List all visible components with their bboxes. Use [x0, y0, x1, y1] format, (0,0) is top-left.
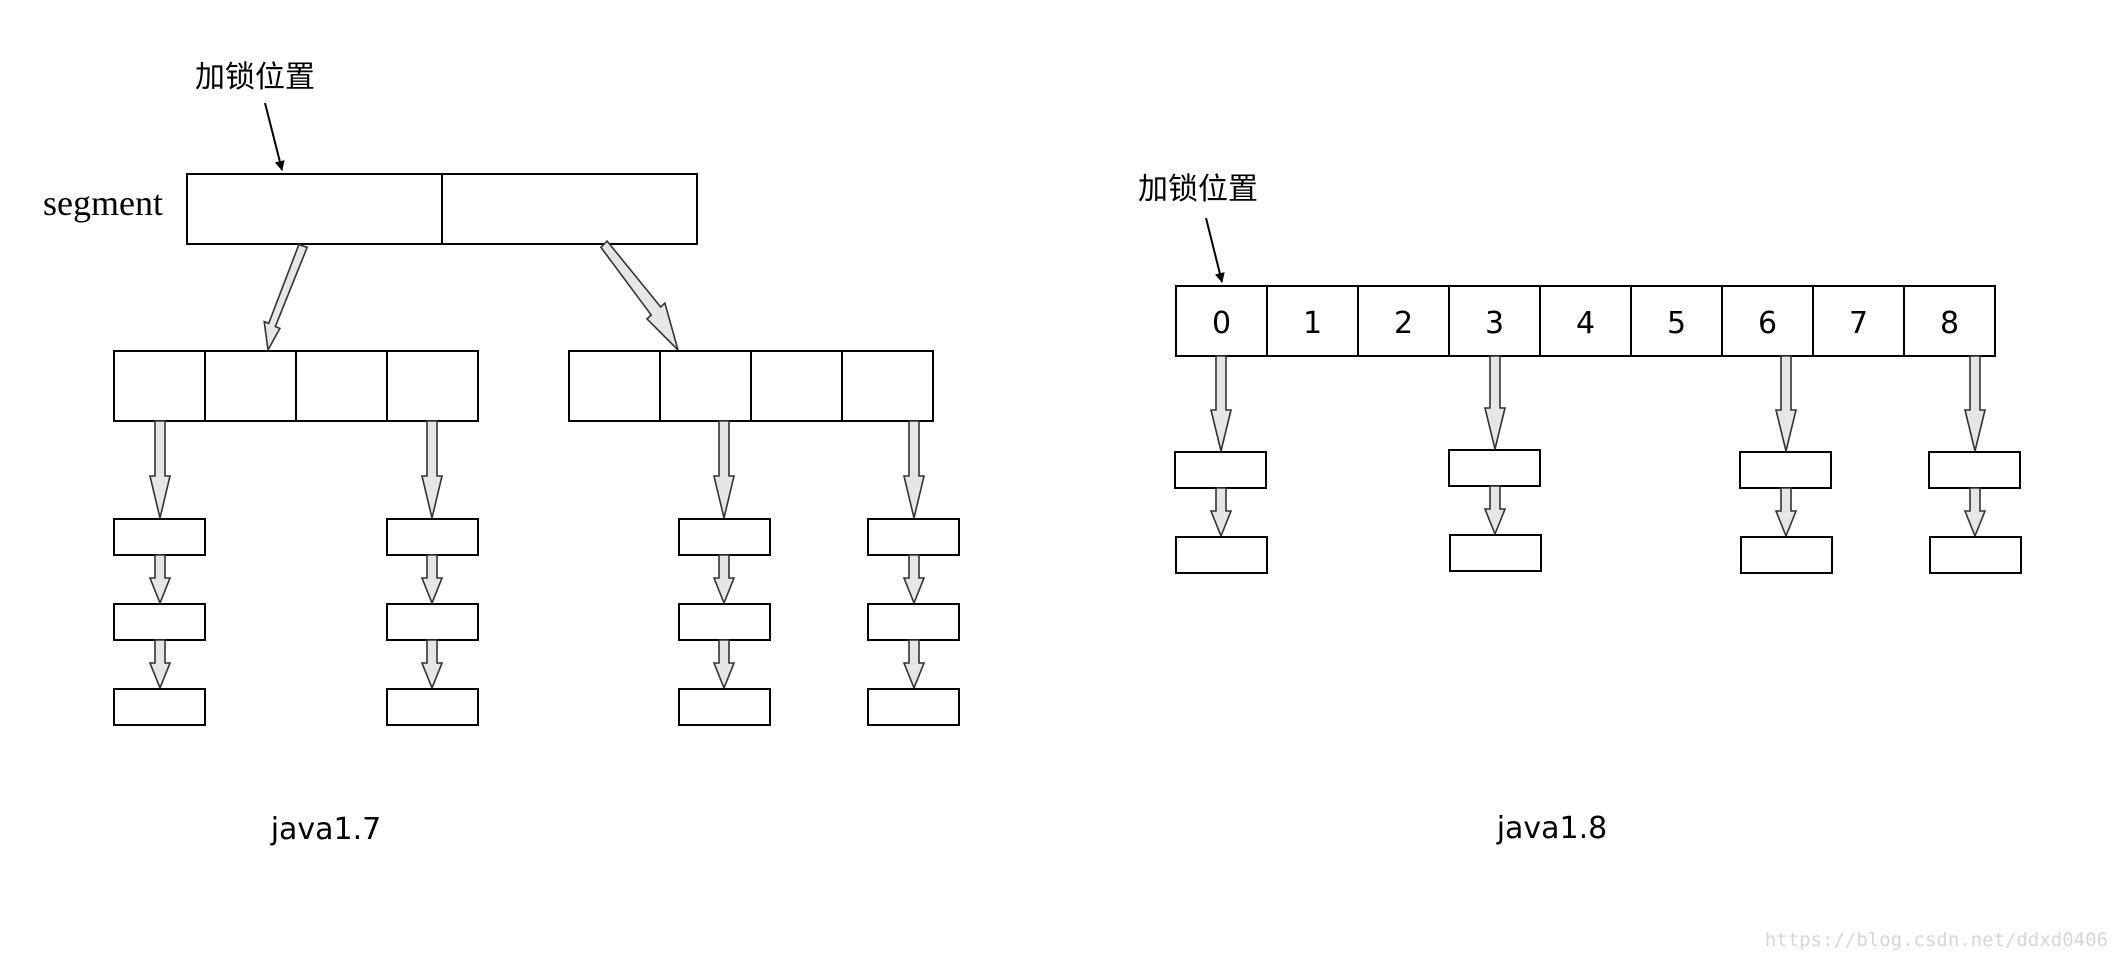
list-node: [678, 603, 771, 641]
table-cell: [750, 350, 843, 422]
chain-arrow: [712, 639, 736, 691]
java17-lock-position-label: 加锁位置: [195, 60, 315, 95]
segment-to-table-arrow-right: [599, 239, 680, 353]
chain-arrow: [1963, 487, 1987, 539]
list-node: [386, 688, 479, 726]
watermark-url: https://blog.csdn.net/ddxd0406: [1765, 929, 2108, 951]
java18-lock-pointer-arrow: [1205, 217, 1225, 283]
chain-arrow: [1209, 355, 1233, 452]
array-cell-index: 7: [1849, 306, 1868, 341]
chain-arrow: [1209, 487, 1233, 539]
array-cell-6: [1721, 285, 1814, 357]
list-node: [867, 688, 960, 726]
array-cell-5: [1630, 285, 1723, 357]
table-cell: [295, 350, 388, 422]
chain-arrow: [712, 420, 736, 519]
array-cell-index: 4: [1576, 306, 1595, 341]
bucket-chain: [1174, 355, 1268, 574]
linked-list-chain: [113, 420, 206, 726]
chain-arrow: [1963, 355, 1987, 452]
segment-cell-1: [441, 173, 698, 245]
segment-label: segment: [43, 183, 163, 223]
list-node: [1928, 451, 2021, 489]
chain-arrow: [1774, 355, 1798, 452]
array-cell-index: 1: [1303, 306, 1322, 341]
hash-table-right: [568, 350, 934, 422]
array-cell-index: 3: [1485, 306, 1504, 341]
table-cell: [568, 350, 661, 422]
bucket-chain: [1928, 355, 2022, 574]
chain-arrow: [420, 420, 444, 519]
java18-diagram: 加锁位置 0 1 2 3 4 5 6 7 8: [1138, 172, 2022, 846]
list-node: [1448, 449, 1541, 487]
table-cell: [386, 350, 479, 422]
list-node: [1175, 536, 1268, 574]
segment-to-table-arrow-left: [263, 243, 309, 353]
list-node: [678, 518, 771, 556]
array-cell-index: 2: [1394, 306, 1413, 341]
list-node: [386, 603, 479, 641]
chain-arrow: [902, 639, 926, 691]
chain-arrow: [1774, 487, 1798, 539]
java17-caption: java1.7: [270, 812, 382, 847]
array-cell-8: [1903, 285, 1996, 357]
chain-arrow: [148, 420, 172, 519]
list-node: [113, 688, 206, 726]
java18-caption: java1.8: [1496, 811, 1608, 846]
array-cell-4: [1539, 285, 1632, 357]
table-cell: [659, 350, 752, 422]
bucket-chain: [1739, 355, 1833, 574]
list-node: [113, 518, 206, 556]
array-cell-1: [1266, 285, 1359, 357]
list-node: [1174, 451, 1267, 489]
chain-arrow: [148, 639, 172, 691]
hash-table-left: [113, 350, 479, 422]
array-cell-index: 6: [1758, 306, 1777, 341]
chain-arrow: [148, 554, 172, 606]
segment-cell-0: [186, 173, 443, 245]
chain-arrow: [1483, 485, 1507, 537]
linked-list-chain: [386, 420, 479, 726]
array-cell-index: 8: [1940, 306, 1959, 341]
linked-list-chain: [867, 420, 960, 726]
java17-diagram: 加锁位置 segment: [43, 60, 960, 847]
list-node: [113, 603, 206, 641]
table-cell: [113, 350, 206, 422]
java17-lock-pointer-arrow: [264, 102, 285, 171]
segment-array: [186, 173, 698, 245]
list-node: [867, 518, 960, 556]
array-cell-0: [1175, 285, 1268, 357]
list-node: [1740, 536, 1833, 574]
chain-arrow: [902, 420, 926, 519]
chain-arrow: [420, 554, 444, 606]
table-cell: [841, 350, 934, 422]
list-node: [1739, 451, 1832, 489]
bucket-chain: [1448, 355, 1542, 572]
chain-arrow: [1483, 355, 1507, 450]
chain-arrow: [420, 639, 444, 691]
linked-list-chain: [678, 420, 771, 726]
array-cell-index: 0: [1212, 306, 1231, 341]
array-cell-2: [1357, 285, 1450, 357]
chain-arrow: [712, 554, 736, 606]
list-node: [1449, 534, 1542, 572]
table-cell: [204, 350, 297, 422]
java18-lock-position-label: 加锁位置: [1138, 172, 1258, 207]
array-cell-7: [1812, 285, 1905, 357]
chain-arrow: [902, 554, 926, 606]
list-node: [867, 603, 960, 641]
array-cell-index: 5: [1667, 306, 1686, 341]
node-array: 0 1 2 3 4 5 6 7 8: [1175, 285, 1996, 357]
list-node: [386, 518, 479, 556]
list-node: [1929, 536, 2022, 574]
list-node: [678, 688, 771, 726]
